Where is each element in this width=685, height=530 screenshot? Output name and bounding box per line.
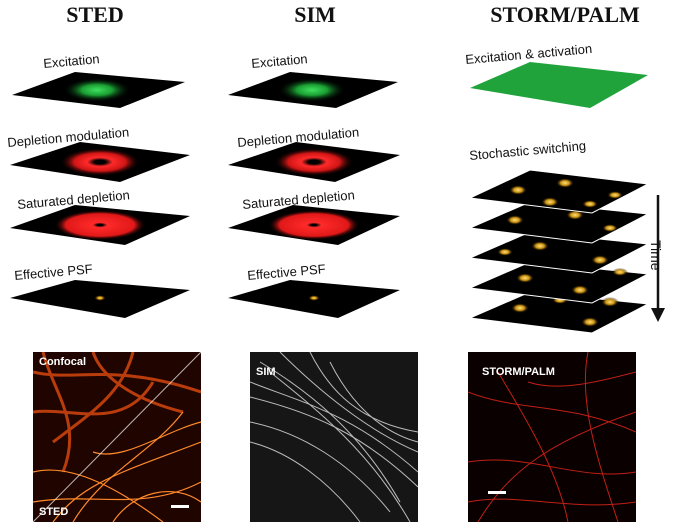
storm-plane-activation	[470, 62, 648, 108]
sted-plane-effective-psf	[10, 280, 190, 318]
sim-title: SIM	[294, 2, 336, 27]
sted-plane-excitation	[12, 72, 185, 108]
storm-palm-micro-label: STORM/PALM	[482, 366, 555, 378]
sim-plane-depletion-modulation	[228, 142, 400, 182]
sted-micrograph: Confocal STED	[33, 352, 201, 522]
sted-title: STED	[66, 2, 124, 27]
storm-palm-title: STORM/PALM	[490, 2, 640, 27]
sted-micro-sted-label: STED	[39, 506, 69, 518]
storm-plane-stack-1	[468, 169, 650, 214]
sim-filaments	[250, 352, 418, 522]
sted-filaments	[33, 352, 201, 522]
sim-plane-effective-psf	[228, 280, 400, 318]
sted-scale-bar	[171, 505, 189, 508]
diagram-planes	[10, 62, 665, 334]
storm-plane-stack-4	[468, 261, 650, 304]
storm-plane-stack-3	[468, 231, 650, 274]
sim-plane-saturated-depletion	[228, 205, 400, 245]
storm-filaments	[468, 352, 636, 522]
storm-scale-bar	[488, 491, 506, 494]
sim-micro-label: SIM	[256, 366, 276, 378]
sim-plane-excitation	[228, 72, 398, 108]
storm-plane-stack-2	[468, 201, 650, 244]
sim-micrograph: SIM	[250, 352, 418, 522]
sted-plane-depletion-modulation	[10, 142, 190, 182]
sted-micro-confocal-label: Confocal	[39, 356, 87, 368]
time-arrow	[651, 195, 665, 322]
storm-palm-micrograph: STORM/PALM	[468, 352, 636, 522]
sted-plane-saturated-depletion	[10, 205, 190, 245]
